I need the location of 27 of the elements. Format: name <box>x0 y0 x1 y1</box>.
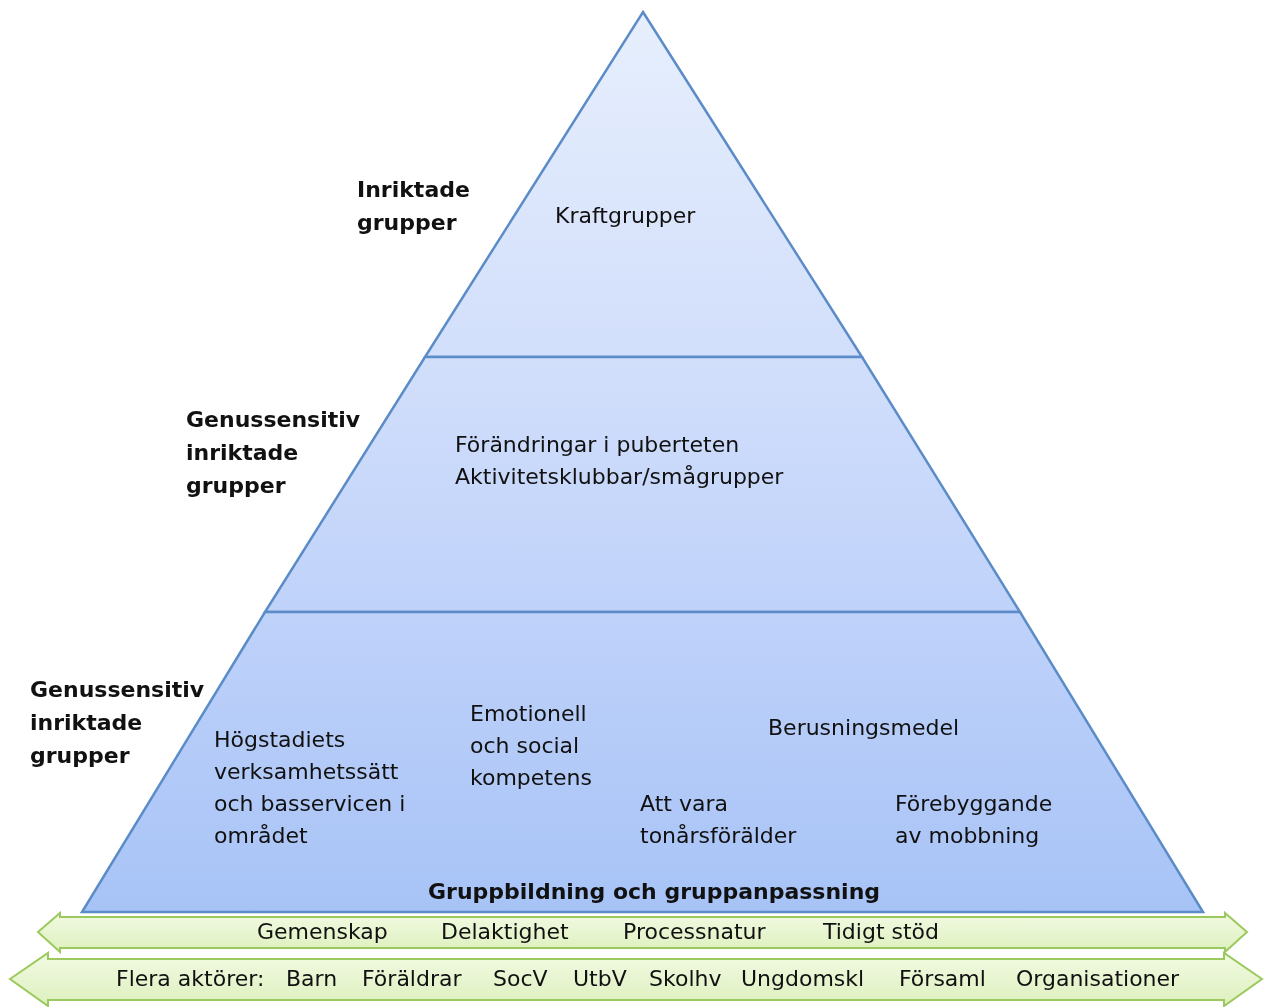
tier-heading: Inriktade grupper <box>357 176 471 237</box>
band-text: Organisationer <box>1016 965 1180 993</box>
band-text: Föräldrar <box>362 965 462 993</box>
band-text: Processnatur <box>623 918 766 946</box>
band-text: SocV <box>493 965 548 993</box>
band-text: Gemenskap <box>257 918 388 946</box>
band-text: Skolhv <box>649 965 722 993</box>
ribbon-band <box>38 913 1247 952</box>
tier-text: Högstadiets verksamhetssätt och basservicen i området <box>214 726 407 850</box>
tier-text: Att vara tonårsförälder <box>640 790 798 850</box>
tier-heading: Genussensitiv inriktade grupper <box>30 676 206 770</box>
band-text: Delaktighet <box>441 918 569 946</box>
tier-heading: Genussensitiv inriktade grupper <box>186 406 362 500</box>
tier-text: Kraftgrupper <box>555 202 696 230</box>
band-text: UtbV <box>573 965 627 993</box>
tier-text: Emotionell och social kompetens <box>470 700 593 792</box>
tier-text: Gruppbildning och gruppanpassning <box>428 878 881 906</box>
band-text: Tidigt stöd <box>823 918 940 946</box>
tier-text: Förändringar i puberteten <box>455 431 740 459</box>
band-text: Barn <box>286 965 338 993</box>
band-text: Ungdomskl <box>741 965 865 993</box>
band-text: Församl <box>899 965 986 993</box>
band-text: Flera aktörer: <box>116 965 265 993</box>
ribbon-band <box>10 953 1262 1006</box>
tier-text: Förebyggande av mobbning <box>895 790 1054 850</box>
tier-text: Aktivitetsklubbar/smågrupper <box>455 463 784 491</box>
tier-text: Berusningsmedel <box>768 714 960 742</box>
